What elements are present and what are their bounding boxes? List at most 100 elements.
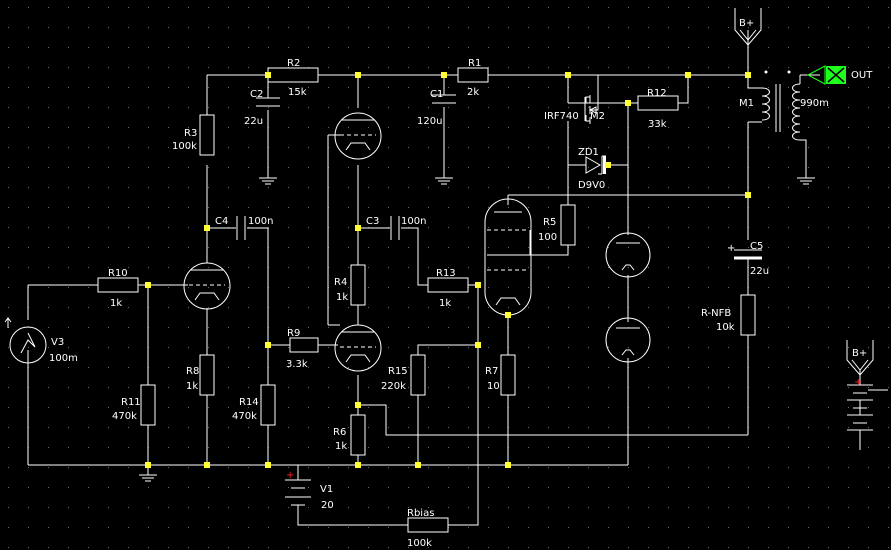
junction-node	[265, 72, 271, 78]
svg-text:+: +	[727, 243, 735, 254]
resistor-Rbias[interactable]	[407, 517, 449, 533]
label-C1-ref: C1	[430, 89, 443, 100]
resistor-R9[interactable]	[289, 337, 319, 353]
label-R8-value: 1k	[186, 381, 198, 392]
junction-node	[355, 72, 361, 78]
wires	[27, 30, 888, 526]
label-R3-value: 100k	[172, 141, 197, 152]
label-R10-value: 1k	[110, 298, 122, 309]
label-R12-value: 33k	[648, 119, 667, 130]
resistor-R12[interactable]	[637, 95, 679, 111]
capacitor-C3[interactable]	[390, 216, 400, 240]
label-Rbias-value: 100k	[407, 538, 432, 549]
diode-tube-upper[interactable]	[605, 232, 651, 278]
resistor-R4[interactable]	[350, 264, 366, 306]
mosfet-M2[interactable]	[578, 75, 599, 124]
label-C4-ref: C4	[215, 216, 228, 227]
label-M1-value: 990m	[800, 98, 829, 109]
capacitor-C2[interactable]	[256, 97, 280, 107]
svg-text:+: +	[854, 377, 862, 388]
capacitor-C5[interactable]: +	[727, 243, 762, 260]
label-R9-value: 3.3k	[286, 359, 308, 370]
label-R-NFB-value: 10k	[716, 322, 735, 333]
junction-node	[505, 462, 511, 468]
resistor-R3[interactable]	[199, 114, 215, 156]
ground-symbols	[139, 177, 815, 482]
capacitors: +	[236, 94, 762, 260]
capacitor-C4[interactable]	[236, 216, 246, 240]
resistor-R15[interactable]	[410, 354, 426, 396]
resistor-R11[interactable]	[140, 384, 156, 426]
label-M2-ref: M2	[590, 111, 605, 122]
junction-node	[505, 312, 511, 318]
label-R5-value: 100	[538, 232, 557, 243]
label-R10-ref: R10	[108, 268, 128, 279]
label-R-NFB-ref: R-NFB	[701, 308, 731, 319]
resistor-R2[interactable]	[267, 67, 319, 83]
triode-lower[interactable]	[334, 324, 382, 372]
label-C2-value: 22u	[244, 116, 263, 127]
bplus-terminal-right[interactable]: B+	[846, 340, 874, 376]
source-V3[interactable]	[4, 317, 47, 364]
junction-node	[355, 225, 361, 231]
resistor-R7[interactable]	[500, 354, 516, 396]
resistor-R-NFB[interactable]	[740, 294, 756, 336]
label-R2-value: 15k	[288, 87, 307, 98]
resistor-R6[interactable]	[350, 414, 366, 456]
label-R13-ref: R13	[436, 268, 456, 279]
transformer-M1[interactable]	[761, 70, 801, 141]
label-V3-value: 100m	[49, 353, 78, 364]
triode-input[interactable]	[183, 262, 231, 310]
label-R5-ref: R5	[543, 217, 556, 228]
label-R6-value: 1k	[335, 441, 347, 452]
component-labels: R2 15k R1 2k R12 33k R3 100k C2 22u C1 1…	[49, 58, 829, 549]
resistor-R13[interactable]	[427, 277, 469, 293]
battery-bplus-right[interactable]: +	[847, 377, 873, 431]
bplus-top-label: B+	[739, 18, 754, 29]
resistor-R10[interactable]	[97, 277, 139, 293]
triode-upper[interactable]	[334, 112, 382, 160]
label-C2-ref: C2	[250, 89, 263, 100]
resistor-R14[interactable]	[260, 384, 276, 426]
resistor-R1[interactable]	[457, 67, 489, 83]
junction-node	[475, 342, 481, 348]
junction-node	[625, 100, 631, 106]
junction-node	[204, 225, 210, 231]
label-C5-ref: C5	[750, 241, 763, 252]
junction-node	[605, 162, 611, 168]
svg-text:+: +	[286, 470, 294, 481]
junction-node	[145, 462, 151, 468]
label-R15-ref: R15	[388, 366, 408, 377]
bplus-terminal-top[interactable]: B+	[734, 8, 762, 46]
junction-node	[265, 342, 271, 348]
label-R13-value: 1k	[439, 298, 451, 309]
label-V3-ref: V3	[51, 337, 64, 348]
label-R1-value: 2k	[467, 87, 479, 98]
label-R14-value: 470k	[232, 411, 257, 422]
label-C1-value: 120u	[417, 116, 442, 127]
label-R14-ref: R14	[239, 397, 259, 408]
label-C3-value: 100n	[401, 216, 426, 227]
junction-node	[355, 402, 361, 408]
junction-node	[415, 462, 421, 468]
capacitor-C1[interactable]	[432, 94, 456, 104]
label-V1-ref: V1	[320, 484, 333, 495]
out-label: OUT	[851, 70, 873, 81]
resistor-R8[interactable]	[199, 354, 215, 396]
bplus-right-label: B+	[852, 348, 867, 359]
label-R7-ref: R7	[485, 366, 498, 377]
junction-node	[745, 192, 751, 198]
label-C4-value: 100n	[248, 216, 273, 227]
diode-tube-lower[interactable]	[605, 317, 651, 363]
junction-node	[565, 72, 571, 78]
resistor-R5[interactable]	[560, 204, 576, 246]
label-R9-ref: R9	[287, 328, 300, 339]
pentode-output[interactable]	[484, 198, 532, 316]
zener-ZD1[interactable]	[568, 155, 606, 175]
label-R8-ref: R8	[186, 366, 199, 377]
label-Rbias-ref: Rbias	[407, 508, 434, 519]
out-port[interactable]: OUT	[806, 65, 873, 85]
label-ZD1-ref: ZD1	[578, 147, 599, 158]
battery-V1[interactable]: +	[285, 470, 311, 506]
